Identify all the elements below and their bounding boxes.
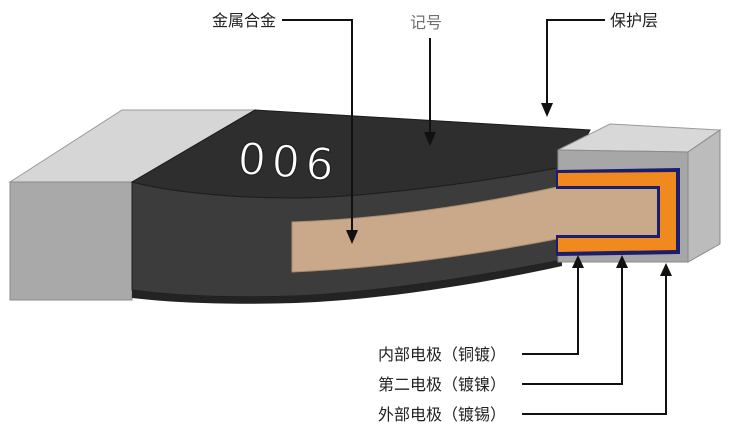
label-protective-layer: 保护层 <box>610 11 658 30</box>
label-metal-alloy: 金属合金 <box>212 11 276 30</box>
label-marking: 记号 <box>410 13 442 32</box>
right-terminal-side <box>688 130 720 262</box>
marking-code: 006 <box>236 134 341 192</box>
second-electrode-cutout-fill <box>556 189 657 235</box>
label-inner-electrode: 内部电极（铜镀） <box>378 345 506 364</box>
label-outer-electrode: 外部电极（镀锡） <box>378 405 506 424</box>
right-terminal <box>556 124 720 262</box>
left-terminal-front <box>10 182 132 300</box>
label-second-electrode: 第二电极（镀镍） <box>378 375 506 394</box>
